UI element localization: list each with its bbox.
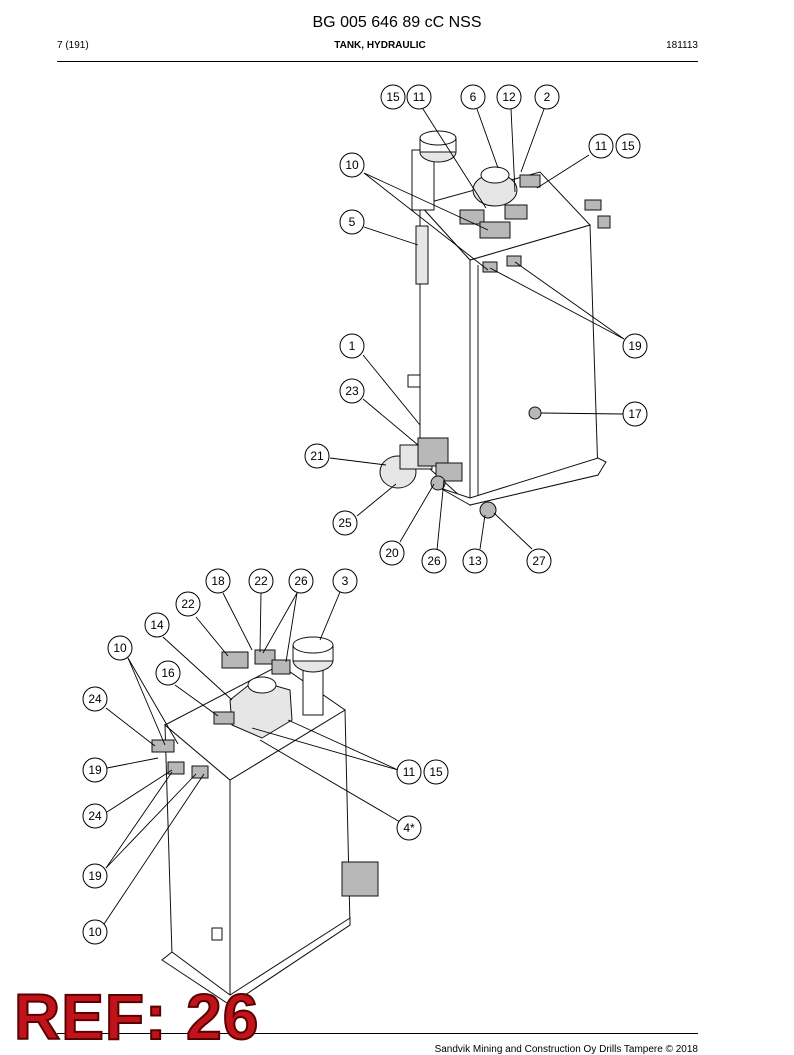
callout-bottom-4-star: 4* — [396, 815, 422, 841]
svg-text:20: 20 — [385, 546, 399, 560]
svg-text:11: 11 — [403, 765, 416, 779]
callout-bottom-14: 14 — [144, 612, 170, 638]
callout-bottom-22-a: 22 — [248, 568, 274, 594]
svg-text:23: 23 — [345, 384, 359, 398]
svg-text:11: 11 — [413, 90, 426, 104]
callout-top-11-a: 11 — [406, 84, 432, 110]
footer-copyright: Sandvik Mining and Construction Oy Drill… — [434, 1044, 698, 1055]
svg-text:13: 13 — [468, 554, 482, 568]
callout-top-27: 27 — [526, 548, 552, 574]
svg-text:1: 1 — [349, 339, 356, 353]
svg-text:17: 17 — [628, 407, 642, 421]
callout-top-1: 1 — [339, 333, 365, 359]
svg-text:11: 11 — [595, 139, 608, 153]
svg-text:27: 27 — [532, 554, 546, 568]
svg-text:19: 19 — [88, 763, 102, 777]
callout-top-17: 17 — [622, 401, 648, 427]
callout-bottom-18: 18 — [205, 568, 231, 594]
callout-bottom-22-b: 22 — [175, 591, 201, 617]
callout-bottom-10-a: 10 — [107, 635, 133, 661]
callout-top-26: 26 — [421, 548, 447, 574]
svg-text:24: 24 — [88, 809, 102, 823]
svg-text:14: 14 — [150, 618, 164, 632]
callout-top-23: 23 — [339, 378, 365, 404]
callout-top-2: 2 — [534, 84, 560, 110]
svg-text:10: 10 — [113, 641, 127, 655]
svg-text:15: 15 — [429, 765, 443, 779]
callout-top-15-a: 15 — [380, 84, 406, 110]
reference-label: REF: 26 — [13, 980, 260, 1054]
callout-top-11-b: 11 — [588, 133, 614, 159]
svg-text:25: 25 — [338, 516, 352, 530]
bottom-tank-drawing — [151, 636, 379, 1007]
svg-text:19: 19 — [88, 869, 102, 883]
callout-bottom-15: 15 — [423, 759, 449, 785]
svg-text:19: 19 — [628, 339, 642, 353]
callout-top-19: 19 — [622, 333, 648, 359]
top-tank-drawing — [379, 130, 611, 519]
callout-top-6: 6 — [460, 84, 486, 110]
svg-text:26: 26 — [427, 554, 441, 568]
section-title: TANK, HYDRAULIC — [334, 40, 426, 51]
callout-top-20: 20 — [379, 540, 405, 566]
svg-text:21: 21 — [310, 449, 324, 463]
callout-bottom-24-b: 24 — [82, 803, 108, 829]
top-leader-lines — [329, 108, 625, 551]
header-rule — [57, 61, 698, 62]
callout-top-21: 21 — [304, 443, 330, 469]
svg-text:5: 5 — [349, 215, 356, 229]
svg-text:3: 3 — [342, 574, 349, 588]
callout-top-25: 25 — [332, 510, 358, 536]
svg-text:18: 18 — [211, 574, 225, 588]
document-number: BG 005 646 89 cC NSS — [312, 14, 482, 31]
footer-rule — [57, 1033, 698, 1034]
callout-bottom-3: 3 — [332, 568, 358, 594]
svg-text:10: 10 — [345, 158, 359, 172]
callout-bottom-16: 16 — [155, 660, 181, 686]
svg-text:2: 2 — [544, 90, 551, 104]
svg-text:22: 22 — [181, 597, 195, 611]
callout-bottom-26: 26 — [288, 568, 314, 594]
callout-top-10: 10 — [339, 152, 365, 178]
svg-text:22: 22 — [254, 574, 268, 588]
callout-top-12: 12 — [496, 84, 522, 110]
bottom-leader-lines — [103, 591, 401, 925]
callout-top-15-b: 15 — [615, 133, 641, 159]
svg-text:15: 15 — [621, 139, 635, 153]
svg-text:12: 12 — [502, 90, 516, 104]
svg-text:4*: 4* — [403, 821, 415, 835]
svg-text:6: 6 — [470, 90, 477, 104]
svg-text:15: 15 — [386, 90, 400, 104]
svg-text:10: 10 — [88, 925, 102, 939]
svg-text:16: 16 — [161, 666, 175, 680]
callout-bottom-24-a: 24 — [82, 686, 108, 712]
callout-bottom-19-b: 19 — [82, 863, 108, 889]
date-code: 181113 — [666, 40, 698, 51]
svg-text:26: 26 — [294, 574, 308, 588]
svg-text:24: 24 — [88, 692, 102, 706]
callout-top-5: 5 — [339, 209, 365, 235]
callout-top-13: 13 — [462, 548, 488, 574]
callout-bottom-11: 11 — [396, 759, 422, 785]
callout-bottom-10-b: 10 — [82, 919, 108, 945]
callout-bottom-19-a: 19 — [82, 757, 108, 783]
page-number: 7 (191) — [57, 40, 89, 51]
